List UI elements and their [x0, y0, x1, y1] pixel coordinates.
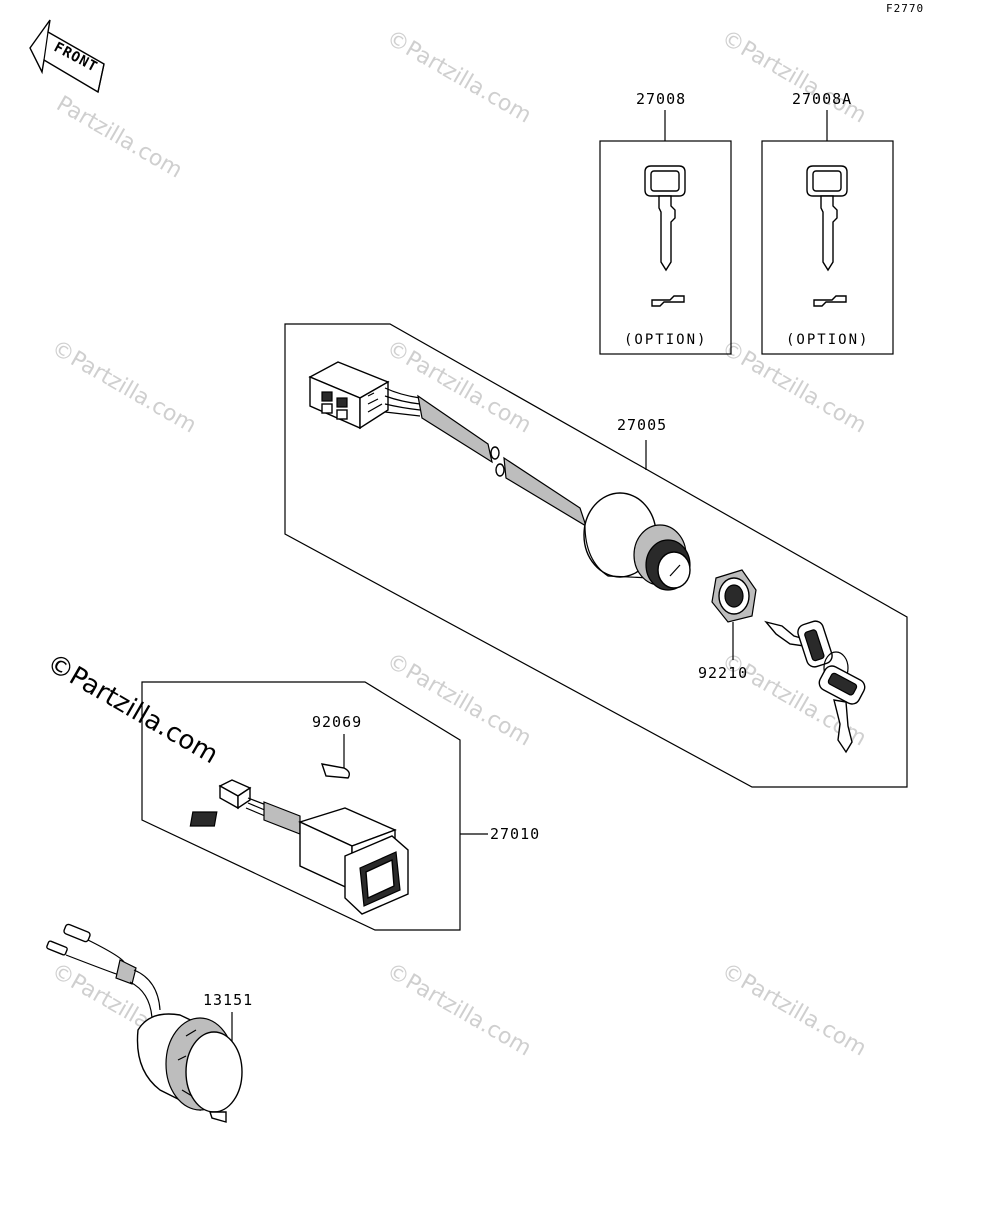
key-profile-icon [651, 295, 685, 307]
watermark: ©Partzilla.com [717, 26, 870, 129]
push-switch-assembly: 27010 92069 [141, 681, 540, 931]
watermark: Partzilla.com [52, 92, 186, 184]
bulb-icon [320, 763, 351, 779]
connector-icon [308, 361, 390, 430]
watermark-large: ©Partzilla.com [42, 648, 224, 770]
watermark: ©Partzilla.com [717, 959, 870, 1062]
part-label-92210: 92210 [698, 664, 748, 682]
diagram-code: F2770 [886, 2, 924, 15]
switch-connector-icon [218, 779, 301, 835]
option-label: (OPTION) [786, 332, 869, 348]
key-blank-a-box: 27008A (OPTION) [761, 90, 894, 355]
svg-text:©Partzilla.com: ©Partzilla.com [42, 648, 224, 770]
part-label-27010: 27010 [490, 825, 540, 843]
option-label: (OPTION) [624, 332, 707, 348]
wire-harness [384, 387, 588, 528]
part-label-27008a: 27008A [792, 90, 852, 108]
part-label-92069: 92069 [312, 713, 362, 731]
key-profile-icon [813, 295, 847, 307]
watermark: ©Partzilla.com [717, 336, 870, 439]
socket-assembly: 13151 [46, 923, 253, 1123]
watermark: ©Partzilla.com [382, 336, 535, 439]
push-switch-icon [189, 807, 409, 915]
ignition-switch-assembly: 27005 [284, 323, 908, 788]
front-arrow-icon: FRONT [29, 19, 105, 94]
ignition-switch-icon [583, 492, 691, 591]
part-label-27008: 27008 [636, 90, 686, 108]
nut-icon [711, 569, 757, 623]
key-blank-box: 27008 (OPTION) [599, 90, 732, 355]
watermarks: ©Partzilla.com ©Partzilla.com ©Partzilla… [47, 26, 870, 1062]
key-pair-icon [764, 620, 866, 754]
socket-icon [136, 1013, 243, 1123]
terminal-wires [46, 923, 161, 1019]
watermark: ©Partzilla.com [382, 649, 535, 752]
key-icon [644, 165, 686, 272]
key-icon [806, 165, 848, 272]
part-label-27005: 27005 [617, 416, 667, 434]
part-label-13151: 13151 [203, 991, 253, 1009]
watermark: ©Partzilla.com [47, 336, 200, 439]
watermark: ©Partzilla.com [382, 959, 535, 1062]
watermark: ©Partzilla.com [382, 26, 535, 129]
